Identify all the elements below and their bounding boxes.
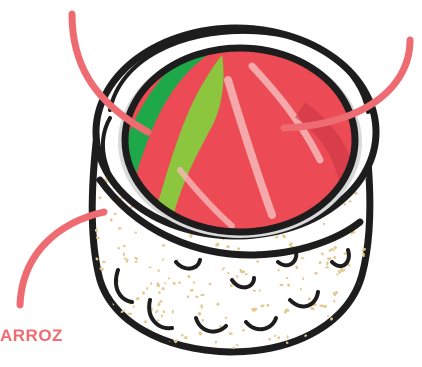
sesame-seed xyxy=(307,347,310,350)
sesame-seed xyxy=(253,290,257,292)
rice-label: ARROZ xyxy=(0,326,63,346)
sesame-seed xyxy=(107,307,109,311)
sesame-seed xyxy=(360,304,365,307)
sesame-seed xyxy=(350,314,354,317)
sesame-seed xyxy=(184,336,187,339)
sesame-seed xyxy=(355,312,359,317)
sesame-seed xyxy=(303,342,307,347)
sesame-seed xyxy=(134,343,137,346)
sesame-seed xyxy=(355,335,359,340)
sesame-seed xyxy=(362,288,366,292)
